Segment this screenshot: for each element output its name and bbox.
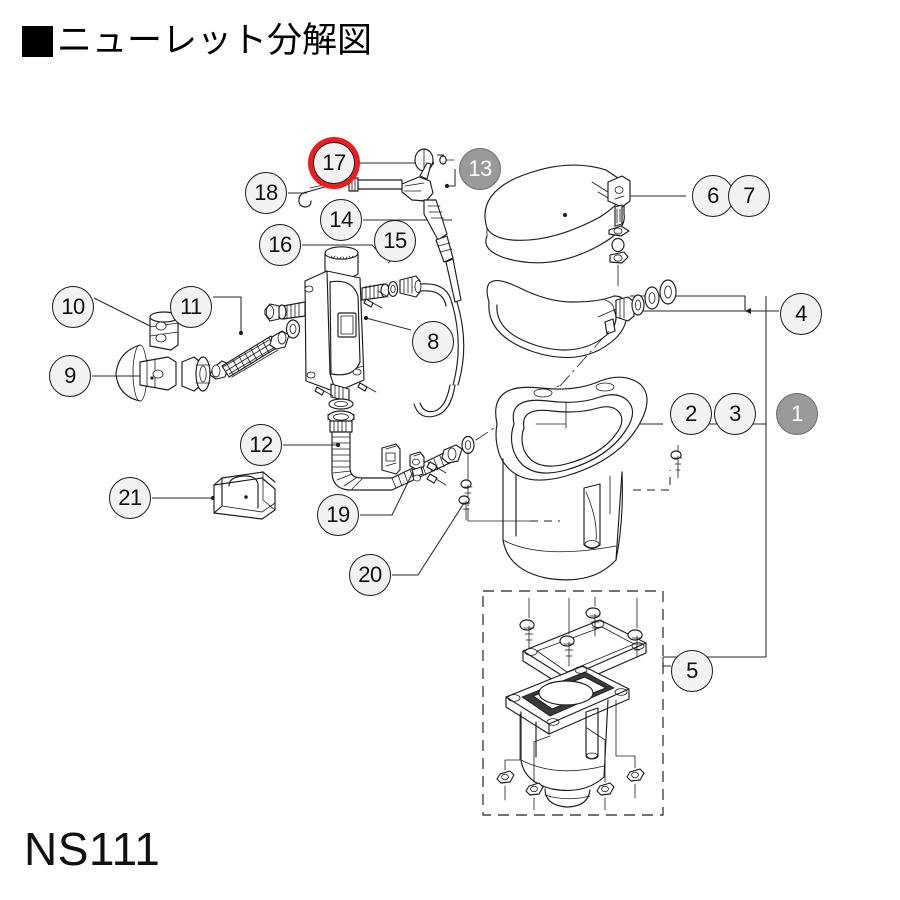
- callout-3-label: 3: [729, 401, 741, 426]
- black-square-icon: [22, 26, 53, 57]
- callout-9[interactable]: 9: [49, 355, 91, 397]
- angle-stop-valve: [115, 311, 211, 402]
- callout-7[interactable]: 7: [728, 175, 770, 217]
- callout-18[interactable]: 18: [245, 172, 287, 214]
- washlet-tank: [264, 246, 453, 424]
- callout-5[interactable]: 5: [671, 650, 713, 692]
- callout-16-label: 16: [268, 232, 292, 257]
- pedestal-screws: [460, 444, 683, 522]
- flange-gasket-plate: [505, 665, 630, 735]
- flange-bolts-top: [519, 596, 643, 667]
- flex-hose: [329, 384, 561, 491]
- callout-16[interactable]: 16: [259, 224, 301, 266]
- callout-12-label: 12: [249, 432, 273, 457]
- callout-10[interactable]: 10: [52, 286, 94, 328]
- flange-nuts-bottom: [496, 699, 645, 811]
- callout-1-label: 1: [791, 401, 803, 426]
- callout-3[interactable]: 3: [714, 393, 756, 435]
- callout-13-label: 13: [468, 156, 492, 181]
- braided-hose: [209, 319, 301, 380]
- callout-11-label: 11: [180, 294, 202, 319]
- callout-15-label: 15: [383, 228, 407, 253]
- callout-2-label: 2: [685, 401, 697, 426]
- callout-10-label: 10: [61, 294, 85, 319]
- callout-14[interactable]: 14: [320, 199, 362, 241]
- model-code: NS111: [24, 823, 161, 875]
- callout-17-label: 17: [322, 150, 346, 175]
- tank-screws: [314, 290, 389, 397]
- callout-6[interactable]: 6: [692, 175, 734, 217]
- callout-19[interactable]: 19: [317, 494, 359, 536]
- callout-13[interactable]: 13: [459, 148, 501, 190]
- clamp-and-screws: [409, 451, 447, 486]
- callout-15[interactable]: 15: [374, 220, 416, 262]
- drain-body: [520, 699, 609, 808]
- callout-21-label: 21: [118, 485, 142, 510]
- page-title-text: ニューレット分解図: [57, 21, 373, 61]
- callout-9-label: 9: [64, 363, 76, 388]
- callout-14-label: 14: [329, 207, 353, 232]
- callout-8[interactable]: 8: [412, 321, 454, 363]
- callout-5-label: 5: [686, 658, 698, 683]
- spray-wand-assembly: [340, 148, 465, 418]
- callout-20[interactable]: 20: [349, 554, 391, 596]
- callout-8-label: 8: [427, 329, 439, 354]
- floor-flange-box: [482, 590, 664, 816]
- callout-2[interactable]: 2: [670, 393, 712, 435]
- seat-lid: [484, 164, 631, 287]
- wall-holster: [213, 471, 276, 520]
- callout-19-label: 19: [326, 502, 350, 527]
- callout-21[interactable]: 21: [109, 477, 151, 519]
- callout-4[interactable]: 4: [780, 293, 822, 335]
- seat-ring: [486, 279, 677, 359]
- callout-4-label: 4: [795, 301, 807, 326]
- callout-1[interactable]: 1: [776, 393, 818, 435]
- hook-bracket: [298, 182, 332, 208]
- callout-18-label: 18: [254, 180, 278, 205]
- page-title: ニューレット分解図: [22, 24, 372, 59]
- callout-7-label: 7: [743, 183, 755, 208]
- callout-6-label: 6: [707, 183, 719, 208]
- bowl-base-screw: [458, 495, 471, 521]
- callout-11[interactable]: 11: [170, 286, 212, 328]
- toilet-bowl: [495, 329, 648, 581]
- callout-20-label: 20: [358, 562, 382, 587]
- callout-17[interactable]: 17: [313, 142, 355, 184]
- callout-12[interactable]: 12: [240, 424, 282, 466]
